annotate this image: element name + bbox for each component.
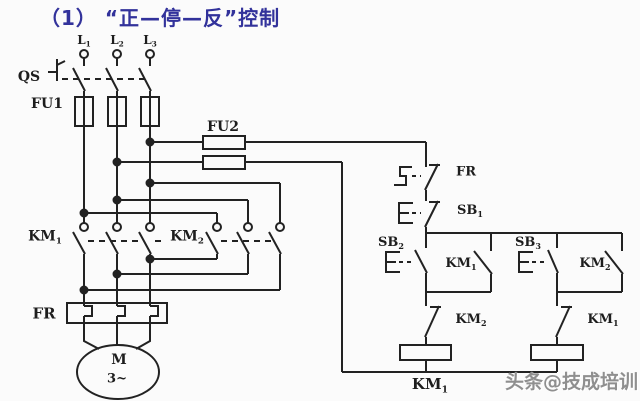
label-fr-main: FR [32, 304, 56, 323]
sb3-no-button [518, 249, 559, 292]
label-sb1: SB1 [457, 203, 483, 219]
control-supply-wires [341, 142, 557, 373]
label-fr-control: FR [455, 164, 477, 180]
km2-feed-wires [79, 178, 281, 223]
label-phase-l1: L1 [77, 32, 91, 49]
fu2-fuses [112, 135, 426, 170]
phase-terminals [79, 49, 155, 66]
fr-nc-contact [394, 163, 440, 201]
label-phase-l2: L2 [110, 32, 124, 49]
label-sb2: SB2 [378, 235, 404, 251]
label-motor-m: M [111, 352, 127, 368]
km1-interlock-contact [555, 292, 572, 345]
label-km2-interlock: KM2 [455, 312, 487, 328]
label-phase-l3: L3 [143, 32, 157, 49]
label-fu2: FU2 [207, 119, 239, 135]
qs-switch [48, 59, 152, 92]
label-km1-coil: KM1 [411, 375, 449, 396]
thermal-relay-heaters [66, 302, 168, 324]
motor-symbol [76, 323, 160, 400]
km1-seal-contact [426, 250, 493, 293]
km2-main-contacts [205, 222, 285, 255]
km2-seal-contact [557, 250, 624, 293]
km2-coil [530, 344, 584, 372]
km2-interlock-contact [424, 292, 441, 345]
label-km2-main: KM2 [170, 228, 204, 247]
reversing-cross-wires [79, 254, 281, 306]
label-sb3: SB3 [515, 235, 541, 251]
km1-main-contacts [72, 222, 166, 255]
label-motor-3ph: 3~ [107, 371, 127, 387]
control-bus [425, 232, 623, 251]
label-km1-seal: KM1 [445, 256, 477, 272]
label-km1-main: KM1 [28, 228, 62, 247]
page-title: （1） “正—停—反”控制 [40, 6, 281, 30]
label-km1-interlock: KM1 [587, 312, 619, 328]
sb1-nc-button [398, 200, 440, 233]
label-fu1: FU1 [31, 96, 63, 112]
sb2-no-button [385, 249, 428, 292]
label-qs: QS [17, 69, 41, 85]
label-km2-seal: KM2 [579, 256, 611, 272]
km1-coil [399, 344, 452, 372]
watermark: 头条@技成培训 [505, 371, 639, 393]
fu1-fuses [74, 96, 160, 127]
